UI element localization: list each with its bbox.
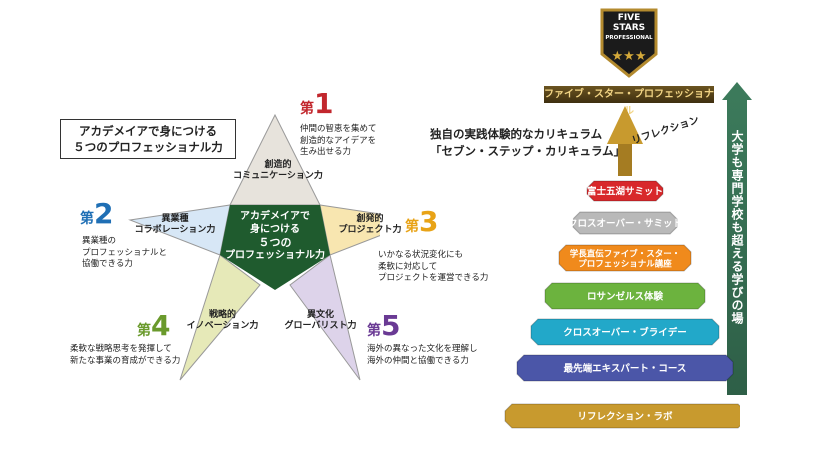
point-2-desc: 異業種の プロフェッショナルと 協働できる力 xyxy=(82,236,167,271)
vertical-text: 大学も専門学校も超える学びの場 xyxy=(730,130,744,325)
tier-shape xyxy=(586,180,664,202)
star-point-5 xyxy=(289,254,361,381)
left-title-box: アカデメイアで身につける ５つのプロフェッショナル力 xyxy=(60,119,236,159)
point-3-number: 第3 xyxy=(405,208,438,236)
point-3-label2: プロジェクト力 xyxy=(338,225,402,235)
point-1-desc-line: 創造的なアイデアを xyxy=(300,135,377,146)
left-title-line1: アカデメイアで身につける xyxy=(79,124,217,138)
point-2-desc-line: 異業種の xyxy=(82,236,117,246)
tier-label: ロサンゼルス体験 xyxy=(587,291,664,303)
right-title-line1: 独自の実践体験的なカリキュラム xyxy=(430,127,603,141)
point-4-desc-line: 柔軟な戦略思考を発揮して xyxy=(70,344,172,354)
curriculum-pyramid: リフレクション 富士五湖サミットクロスオーバー・サミット学長直伝ファイブ・スター… xyxy=(504,106,740,429)
pyramid-tier: 学長直伝ファイブ・スター・プロフェッショナル講座 xyxy=(558,244,692,272)
right-title: 独自の実践体験的なカリキュラム 「セブン・ステップ・カリキュラム」 xyxy=(430,126,625,160)
center-line1: アカデメイアで xyxy=(240,211,310,222)
point-5-num: 5 xyxy=(381,309,401,342)
point-1-num: 1 xyxy=(314,87,334,120)
point-4-label2: イノベーション力 xyxy=(186,321,259,331)
five-stars-badge: ★★★ xyxy=(600,8,658,78)
pyramid-mast xyxy=(618,144,632,176)
point-3-desc-line: 柔軟に対応して xyxy=(378,261,438,272)
tip-label: リフレクション xyxy=(630,114,700,147)
tier-label: クロスオーバー・サミット xyxy=(568,218,682,230)
point-4-desc-line: 新たな事業の育成ができる力 xyxy=(70,355,181,366)
center-line4: プロフェッショナル力 xyxy=(225,250,325,261)
point-5-number: 第5 xyxy=(367,312,400,340)
center-label: アカデメイアで 身につける ５つの プロフェッショナル力 xyxy=(225,210,325,262)
point-5-desc-line: 海外の異なった文化を理解し xyxy=(367,344,478,354)
point-1-desc-line: 生み出せる力 xyxy=(300,147,352,157)
pyramid-tier: 最先端エキスパート・コース xyxy=(516,354,734,382)
point-1-label1: 創造的 xyxy=(264,160,292,170)
point-1-desc-line: 仲間の智恵を集めて xyxy=(300,124,377,134)
left-title-line2: ５つのプロフェッショナル力 xyxy=(73,140,223,154)
point-2-desc-line: プロフェッショナルと xyxy=(82,247,168,258)
badge-text: FIVE STARS PROFESSIONAL xyxy=(602,13,656,43)
banner: ファイブ・スター・プロフェッショナル xyxy=(544,86,714,117)
badge-line1: FIVE STARS xyxy=(612,13,646,33)
point-4-desc: 柔軟な戦略思考を発揮して 新たな事業の育成ができる力 xyxy=(70,344,180,367)
center-line3: ５つの xyxy=(258,236,292,249)
tier-label: クロスオーバー・ブライデー xyxy=(563,327,686,339)
point-1-label: 創造的 コミュニケーション力 xyxy=(233,160,323,182)
tier-shape xyxy=(558,244,692,272)
point-2-num: 2 xyxy=(94,197,114,230)
pyramid-tier: ロサンゼルス体験 xyxy=(544,282,706,310)
point-3-desc-line: プロジェクトを運営できる力 xyxy=(378,273,489,283)
up-arrow-icon xyxy=(722,82,752,100)
point-2-label2: コラボレーション力 xyxy=(134,225,216,235)
point-3-dai: 第 xyxy=(405,219,419,235)
star-diagram xyxy=(128,113,380,381)
svg-text:★★★: ★★★ xyxy=(612,49,647,64)
point-2-desc-line: 協働できる力 xyxy=(82,259,133,269)
point-1-desc: 仲間の智恵を集めて 創造的なアイデアを 生み出せる力 xyxy=(300,124,377,159)
point-4-label: 戦略的 イノベーション力 xyxy=(180,310,265,332)
tier-shape xyxy=(504,403,740,429)
point-3-desc-line: いかなる状況変化にも xyxy=(378,250,464,260)
banner-label: ファイブ・スター・プロフェッショナル xyxy=(544,89,714,117)
point-5-label2: グローバリスト力 xyxy=(284,321,357,331)
point-5-dai: 第 xyxy=(367,323,381,339)
pyramid-tip xyxy=(607,106,643,144)
point-2-number: 第2 xyxy=(80,200,113,228)
center-pentagon xyxy=(220,205,330,290)
tier-label: プロフェッショナル講座 xyxy=(578,259,672,270)
point-3-num: 3 xyxy=(419,205,439,238)
center-line2: 身につける xyxy=(250,224,300,235)
point-4-number: 第4 xyxy=(137,312,170,340)
point-5-desc: 海外の異なった文化を理解し 海外の仲間と協働できる力 xyxy=(367,344,478,367)
point-4-num: 4 xyxy=(151,309,171,342)
badge-line2: PROFESSIONAL xyxy=(605,35,653,41)
tier-label: リフレクション・ラボ xyxy=(577,411,673,423)
point-3-desc: いかなる状況変化にも 柔軟に対応して プロジェクトを運営できる力 xyxy=(378,250,488,285)
point-2-label: 異業種 コラボレーション力 xyxy=(130,214,220,236)
point-3-label1: 創発的 xyxy=(356,214,384,224)
pyramid-tier: リフレクション・ラボ xyxy=(504,403,740,429)
pyramid-tier: クロスオーバー・サミット xyxy=(568,211,682,235)
point-2-label1: 異業種 xyxy=(161,214,189,224)
point-3-label: 創発的 プロジェクト力 xyxy=(330,214,410,236)
point-4-dai: 第 xyxy=(137,323,151,339)
point-5-label1: 異文化 xyxy=(306,310,334,320)
tier-label: 最先端エキスパート・コース xyxy=(564,363,687,375)
tier-shape xyxy=(544,282,706,310)
right-title-line2: 「セブン・ステップ・カリキュラム」 xyxy=(430,144,626,158)
tier-shape xyxy=(516,354,734,382)
vertical-arrow-bar xyxy=(727,95,747,395)
tier-shape xyxy=(530,318,720,346)
pyramid-tier: 富士五湖サミット xyxy=(586,180,664,202)
point-1-dai: 第 xyxy=(300,101,314,117)
tier-label: 学長直伝ファイブ・スター・ xyxy=(570,249,681,260)
point-1-number: 第1 xyxy=(300,90,333,118)
point-1-label2: コミュニケーション力 xyxy=(233,171,323,181)
tier-label: 富士五湖サミット xyxy=(587,186,663,198)
tier-shape xyxy=(572,211,678,235)
point-5-desc-line: 海外の仲間と協働できる力 xyxy=(367,355,469,366)
star-point-4 xyxy=(179,254,261,381)
pyramid-tier: クロスオーバー・ブライデー xyxy=(530,318,720,346)
point-4-label1: 戦略的 xyxy=(208,310,236,320)
point-2-dai: 第 xyxy=(80,211,94,227)
point-5-label: 異文化 グローバリスト力 xyxy=(278,310,363,332)
